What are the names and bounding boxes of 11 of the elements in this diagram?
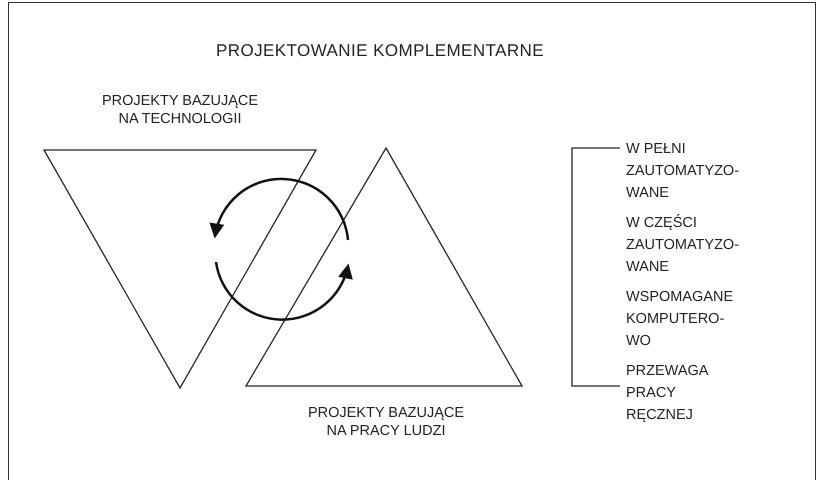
triangle (42, 149, 318, 390)
scale-level-label: WSPOMAGANE KOMPUTERO- WO (626, 288, 734, 351)
circular-arrow (210, 178, 350, 240)
scale-level-label: W CZĘŚCI ZAUTOMATYZO- WANE (626, 213, 740, 277)
diagram-title: PROJEKTOWANIE KOMPLEMENTARNE (214, 40, 546, 62)
scale-level-label: W PEŁNI ZAUTOMATYZO- WANE (626, 140, 740, 203)
triangle-label: PROJEKTY BAZUJĄCE NA TECHNOLOGII (100, 92, 260, 128)
scale-level-label: PRZEWAGA PRACY RĘCZNEJ (626, 362, 710, 425)
triangle (244, 146, 524, 387)
circular-arrow (214, 262, 352, 321)
triangle-label: PROJEKTY BAZUJĄCE NA PRACY LUDZI (306, 404, 466, 440)
